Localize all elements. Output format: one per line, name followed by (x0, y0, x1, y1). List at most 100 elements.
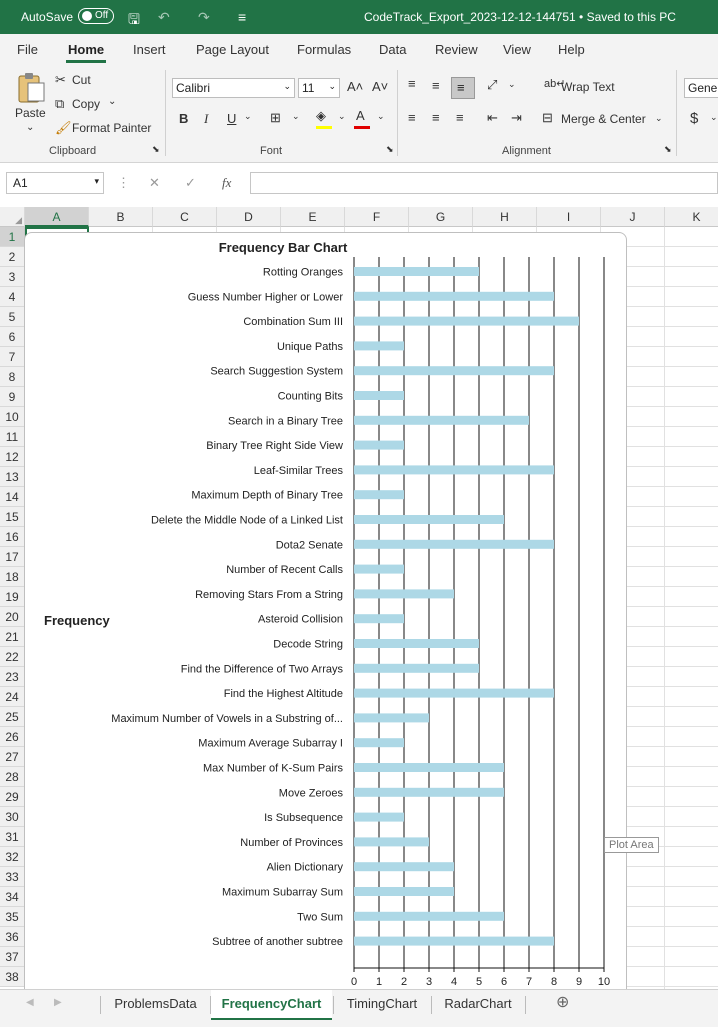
font-color-icon[interactable]: A (356, 108, 365, 123)
scroll-left-icon[interactable]: ◀ (26, 997, 34, 1008)
column-header[interactable]: K (665, 207, 718, 227)
paste-button[interactable]: Paste (15, 106, 46, 120)
row-header[interactable]: 4 (0, 287, 25, 307)
customize-qat-icon[interactable]: ≡ (238, 9, 247, 25)
cut-icon[interactable]: ✂ (55, 72, 66, 87)
align-center-icon[interactable]: ≡ (432, 110, 440, 125)
row-header[interactable]: 11 (0, 427, 25, 447)
name-box[interactable]: A1▾ (6, 172, 104, 194)
underline-dropdown-icon[interactable]: ⌄ (244, 111, 252, 121)
row-header[interactable]: 17 (0, 547, 25, 567)
insert-function-icon[interactable]: fx (222, 175, 232, 190)
row-header[interactable]: 6 (0, 327, 25, 347)
font-launcher-icon[interactable]: ⬊ (386, 144, 394, 154)
fill-color-icon[interactable]: ◈ (316, 108, 326, 123)
row-header[interactable]: 21 (0, 627, 25, 647)
autosave-toggle[interactable]: Off (78, 8, 114, 24)
column-header[interactable]: I (537, 207, 601, 227)
column-header[interactable]: C (153, 207, 217, 227)
row-header[interactable]: 35 (0, 907, 25, 927)
row-header[interactable]: 1 (0, 227, 25, 247)
row-header[interactable]: 31 (0, 827, 25, 847)
tab-formulas[interactable]: Formulas (297, 42, 352, 57)
row-header[interactable]: 13 (0, 467, 25, 487)
sheet-tab-timingchart[interactable]: TimingChart (346, 996, 418, 1011)
wrap-text-icon[interactable]: ab↵ (544, 78, 566, 90)
row-header[interactable]: 24 (0, 687, 25, 707)
column-header[interactable]: J (601, 207, 665, 227)
row-header[interactable]: 36 (0, 927, 25, 947)
font-name-select[interactable]: Calibri⌄ (172, 78, 295, 98)
column-header[interactable]: D (217, 207, 281, 227)
copy-dropdown-icon[interactable]: ⌄ (108, 96, 117, 107)
borders-dropdown-icon[interactable]: ⌄ (292, 111, 300, 121)
column-header[interactable]: B (89, 207, 153, 227)
cut-button[interactable]: Cut (72, 73, 91, 87)
paste-icon[interactable] (16, 72, 46, 104)
row-header[interactable]: 34 (0, 887, 25, 907)
tab-help[interactable]: Help (558, 42, 585, 57)
copy-icon[interactable]: ⧉ (55, 96, 65, 111)
row-header[interactable]: 25 (0, 707, 25, 727)
add-sheet-icon[interactable]: ⊕ (556, 994, 570, 1011)
cancel-icon[interactable]: ✕ (149, 175, 160, 190)
row-header[interactable]: 8 (0, 367, 25, 387)
row-header[interactable]: 18 (0, 567, 25, 587)
font-size-select[interactable]: 11⌄ (298, 78, 340, 98)
format-painter-icon[interactable]: 🖌 (55, 120, 72, 135)
column-header[interactable]: F (345, 207, 409, 227)
row-header[interactable]: 22 (0, 647, 25, 667)
row-header[interactable]: 9 (0, 387, 25, 407)
font-color-dropdown-icon[interactable]: ⌄ (377, 111, 385, 121)
italic-button[interactable]: I (204, 111, 209, 126)
align-top-icon[interactable]: ≡ (408, 76, 416, 91)
copy-button[interactable]: Copy (72, 97, 101, 111)
row-header[interactable]: 19 (0, 587, 25, 607)
borders-icon[interactable]: ⊞ (270, 110, 281, 125)
orientation-icon[interactable]: ⤢ (487, 77, 498, 92)
fill-dropdown-icon[interactable]: ⌄ (338, 111, 346, 121)
row-header[interactable]: 23 (0, 667, 25, 687)
row-header[interactable]: 37 (0, 947, 25, 967)
sheet-tab-problemsdata[interactable]: ProblemsData (114, 996, 197, 1011)
tab-page-layout[interactable]: Page Layout (196, 42, 270, 57)
align-right-icon[interactable]: ≡ (456, 110, 464, 125)
tab-home[interactable]: Home (68, 42, 105, 57)
currency-dropdown-icon[interactable]: ⌄ (710, 112, 718, 122)
row-header[interactable]: 32 (0, 847, 25, 867)
row-header[interactable]: 27 (0, 747, 25, 767)
row-header[interactable]: 14 (0, 487, 25, 507)
row-header[interactable]: 12 (0, 447, 25, 467)
currency-icon[interactable]: $ (690, 110, 699, 127)
merge-center-button[interactable]: Merge & Center (561, 112, 646, 126)
formula-input[interactable] (250, 172, 718, 194)
paste-dropdown-icon[interactable]: ⌄ (26, 122, 35, 133)
merge-center-icon[interactable]: ⊟ (542, 110, 553, 125)
number-format-select[interactable]: Gener (684, 78, 718, 98)
undo-icon[interactable]: ↶ (158, 9, 170, 25)
tab-data[interactable]: Data (379, 42, 407, 57)
format-painter-button[interactable]: Format Painter (72, 121, 152, 135)
sheet-tab-radarchart[interactable]: RadarChart (444, 996, 512, 1011)
underline-button[interactable]: U (227, 111, 237, 126)
align-left-icon[interactable]: ≡ (408, 110, 416, 125)
tab-view[interactable]: View (503, 42, 531, 57)
column-header[interactable]: G (409, 207, 473, 227)
clipboard-launcher-icon[interactable]: ⬊ (152, 144, 160, 154)
row-header[interactable]: 33 (0, 867, 25, 887)
column-header[interactable]: E (281, 207, 345, 227)
row-header[interactable]: 26 (0, 727, 25, 747)
row-header[interactable]: 20 (0, 607, 25, 627)
tab-insert[interactable]: Insert (133, 42, 166, 57)
row-header[interactable]: 10 (0, 407, 25, 427)
sheet-tab-frequencychart[interactable]: FrequencyChart (211, 990, 332, 1020)
tab-review[interactable]: Review (435, 42, 478, 57)
merge-dropdown-icon[interactable]: ⌄ (655, 113, 663, 123)
redo-icon[interactable]: ↷ (198, 9, 210, 25)
increase-indent-icon[interactable]: ⇥ (511, 110, 522, 125)
scroll-right-icon[interactable]: ▶ (54, 997, 62, 1008)
row-header[interactable]: 3 (0, 267, 25, 287)
document-title[interactable]: CodeTrack_Export_2023-12-12-144751 • Sav… (364, 10, 676, 24)
row-header[interactable]: 15 (0, 507, 25, 527)
decrease-font-icon[interactable]: A˅ (372, 79, 389, 94)
